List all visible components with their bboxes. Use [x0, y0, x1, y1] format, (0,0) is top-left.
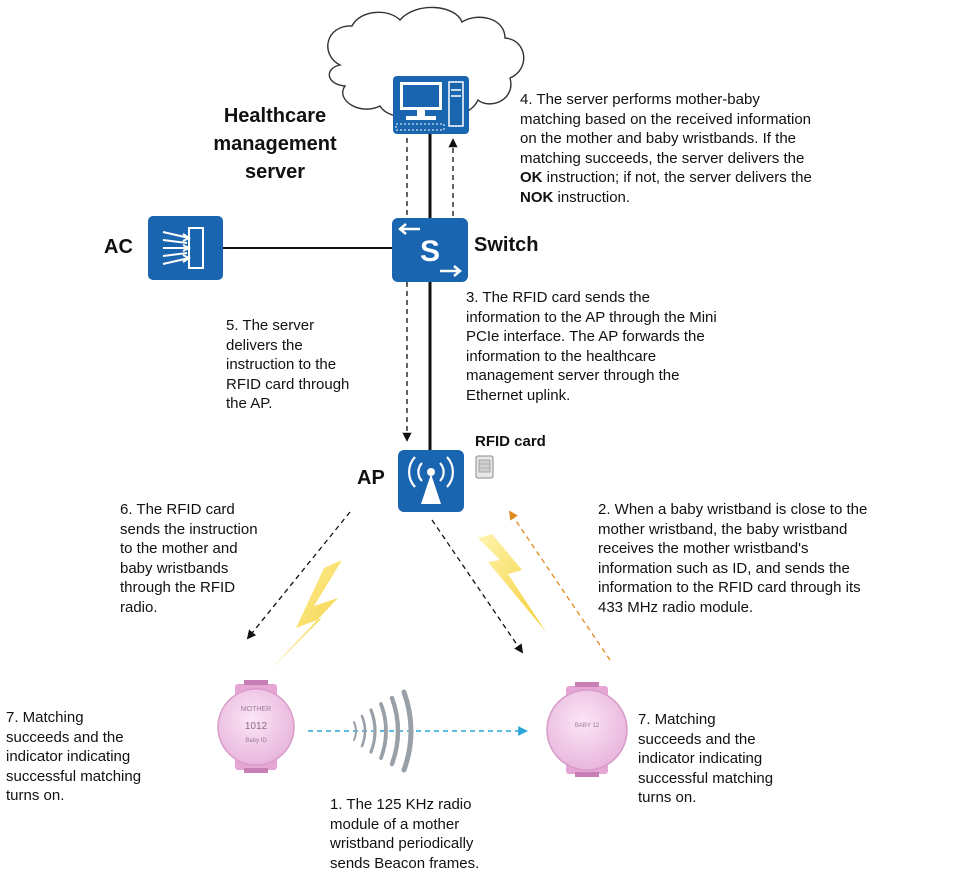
ap-label: AP: [357, 467, 385, 489]
svg-text:S: S: [420, 235, 440, 268]
step-4-text: 4. The server performs mother-baby match…: [520, 90, 812, 207]
mother-wristband-text-2: 1012: [245, 721, 268, 732]
step-5-text: 5. The server delivers the instruction t…: [226, 317, 350, 412]
cloud-icon: [327, 6, 525, 118]
mother-wristband-text-1: MOTHER: [241, 706, 271, 713]
mother-wristband-text-3: Baby ID: [245, 738, 267, 744]
ap-to-mother-arrow: [246, 511, 351, 640]
server-label: Healthcare management server: [213, 105, 337, 183]
ac-label: AC: [104, 236, 133, 258]
server-computer-icon: [393, 76, 469, 134]
ok-keyword: OK: [520, 169, 543, 186]
nok-keyword: NOK: [520, 188, 554, 206]
rfid-card-icon: [475, 455, 494, 479]
radio-wave-icon: [353, 689, 414, 773]
step-3-text: 3. The RFID card sends the information t…: [466, 289, 717, 404]
baby-to-rfid-arrow: [508, 510, 611, 661]
step-4-part-2: instruction; if not, the server delivers…: [546, 169, 812, 186]
ap-wireless-icon: [398, 450, 464, 512]
step-6-text: 6. The RFID card sends the instruction t…: [120, 501, 258, 616]
step-2-text: 2. When a baby wristband is close to the…: [598, 501, 868, 616]
step-7-left-text: 7. Matching succeeds and the indicator i…: [6, 709, 142, 804]
lightning-icon: [478, 534, 546, 632]
wristband-icon: MOTHER 1012 Baby ID: [217, 680, 295, 773]
step-4-part-1: 4. The server performs mother-baby match…: [520, 91, 812, 167]
step-4-part-3: instruction.: [553, 188, 631, 206]
ac-icon: [148, 216, 223, 280]
step-7-right-text: 7. Matching succeeds and the indicator i…: [638, 711, 774, 806]
wristband-icon: BABY 12: [546, 682, 628, 777]
step-1-text: 1. The 125 KHz radio module of a mother …: [330, 796, 480, 872]
switch-icon: S: [392, 218, 468, 282]
rfid-card-label: RFID card: [475, 433, 546, 450]
baby-wristband-text: BABY 12: [575, 723, 600, 729]
switch-label: Switch: [474, 234, 539, 256]
lightning-icon: [270, 560, 342, 670]
